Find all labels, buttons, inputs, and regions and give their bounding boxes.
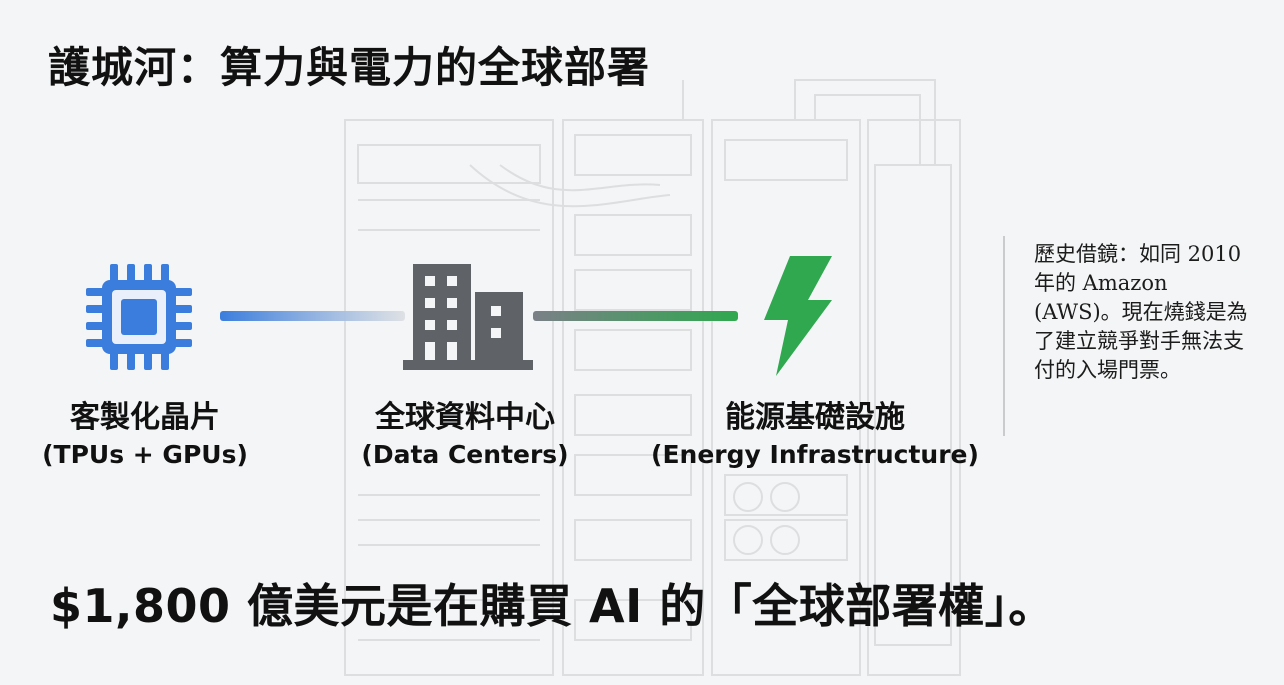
node-chip-title: 客製化晶片 xyxy=(70,400,220,435)
sidenote-divider xyxy=(1003,236,1005,436)
page-title: 護城河：算力與電力的全球部署 xyxy=(48,43,651,92)
connector-chip-to-datacenter xyxy=(220,311,405,321)
node-chip-subtitle: (TPUs + GPUs) xyxy=(42,440,248,469)
node-energy-label: 能源基礎設施 (Energy Infrastructure) xyxy=(640,398,990,472)
node-chip-label: 客製化晶片 (TPUs + GPUs) xyxy=(30,398,260,472)
conclusion-text: $1,800 億美元是在購買 AI 的「全球部署權」。 xyxy=(50,579,1055,633)
building-icon xyxy=(403,264,533,370)
node-datacenter-label: 全球資料中心 (Data Centers) xyxy=(350,398,580,472)
node-datacenter-title: 全球資料中心 xyxy=(375,400,555,435)
node-energy-title: 能源基礎設施 xyxy=(725,400,905,435)
chip-icon xyxy=(86,264,192,370)
lightning-icon xyxy=(764,256,832,376)
node-energy-subtitle: (Energy Infrastructure) xyxy=(651,440,979,469)
node-datacenter-subtitle: (Data Centers) xyxy=(361,440,569,469)
history-sidenote: 歷史借鏡：如同 2010 年的 Amazon (AWS)。現在燒錢是為了建立競爭… xyxy=(1034,242,1248,382)
connector-datacenter-to-energy xyxy=(533,311,738,321)
